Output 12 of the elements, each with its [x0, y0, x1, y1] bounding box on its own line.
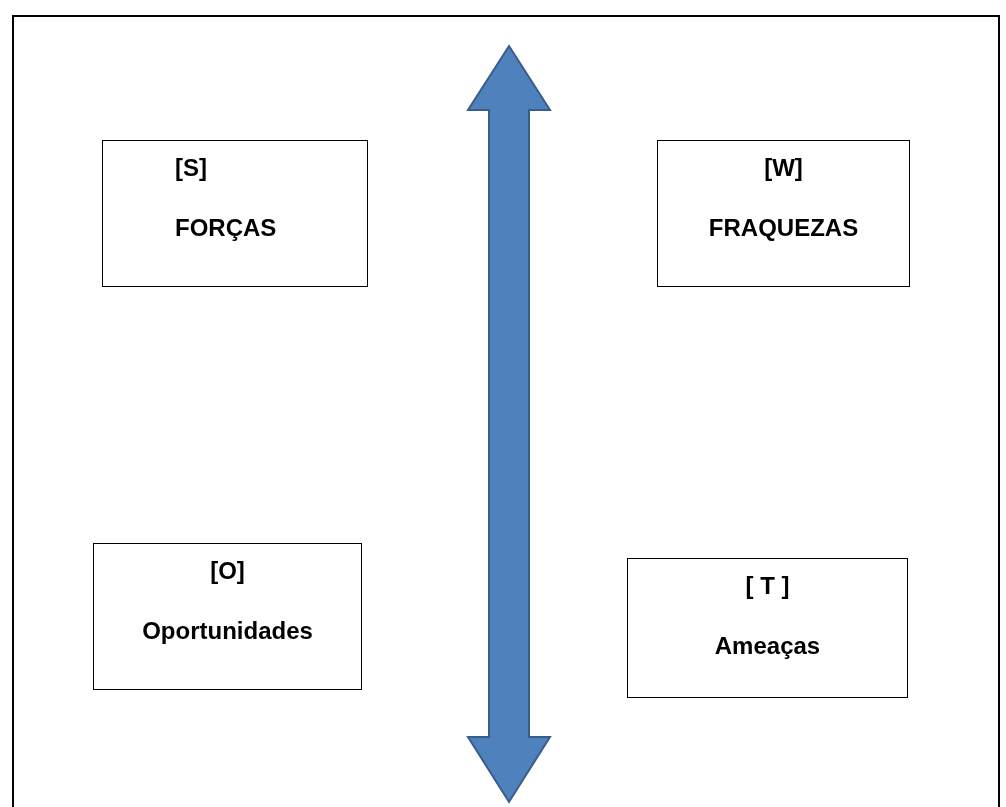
- quadrant-title: FRAQUEZAS: [708, 213, 859, 243]
- quadrant-letter: [S]: [175, 153, 207, 183]
- quadrant-letter: [O]: [210, 556, 245, 586]
- quadrant-letter: [W]: [764, 153, 803, 183]
- quadrant-title: Oportunidades: [142, 616, 313, 646]
- quadrant-title: FORÇAS: [175, 213, 277, 243]
- quadrant-letter: [ T ]: [745, 571, 790, 601]
- quadrant-title: Ameaças: [714, 631, 821, 661]
- swot-box: [627, 558, 908, 698]
- swot-box: [102, 140, 368, 287]
- swot-box: [657, 140, 910, 287]
- swot-box: [93, 543, 362, 690]
